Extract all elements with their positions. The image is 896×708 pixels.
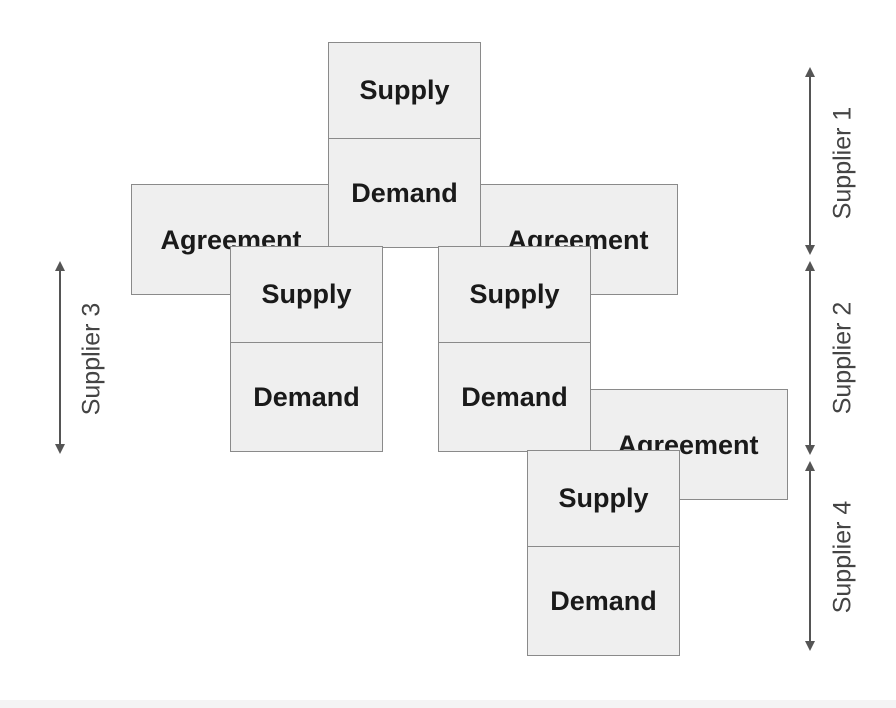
supplier-3-demand-box: Demand <box>230 342 383 452</box>
supplier-2-label: Supplier 2 <box>828 301 857 415</box>
demand-label: Demand <box>351 177 458 208</box>
demand-label: Demand <box>253 381 360 412</box>
supply-label: Supply <box>558 483 649 513</box>
supplier-2-supply-box: Supply <box>438 246 591 343</box>
supply-label: Supply <box>469 279 560 309</box>
supply-label: Supply <box>359 75 450 105</box>
supplier-1-demand-box: Demand <box>328 138 481 248</box>
supplier-4-demand-box: Demand <box>527 546 680 656</box>
bottom-edge-band <box>0 700 896 708</box>
supplier-3-supply-box: Supply <box>230 246 383 343</box>
supply-label: Supply <box>261 279 352 309</box>
supplier-2-demand-box: Demand <box>438 342 591 452</box>
supplier-4-label: Supplier 4 <box>828 500 857 614</box>
supplier-3-label: Supplier 3 <box>77 302 106 416</box>
supplier-1-supply-box: Supply <box>328 42 481 139</box>
supplier-4-supply-box: Supply <box>527 450 680 547</box>
demand-label: Demand <box>550 585 657 616</box>
demand-label: Demand <box>461 381 568 412</box>
supplier-1-label: Supplier 1 <box>828 106 857 220</box>
